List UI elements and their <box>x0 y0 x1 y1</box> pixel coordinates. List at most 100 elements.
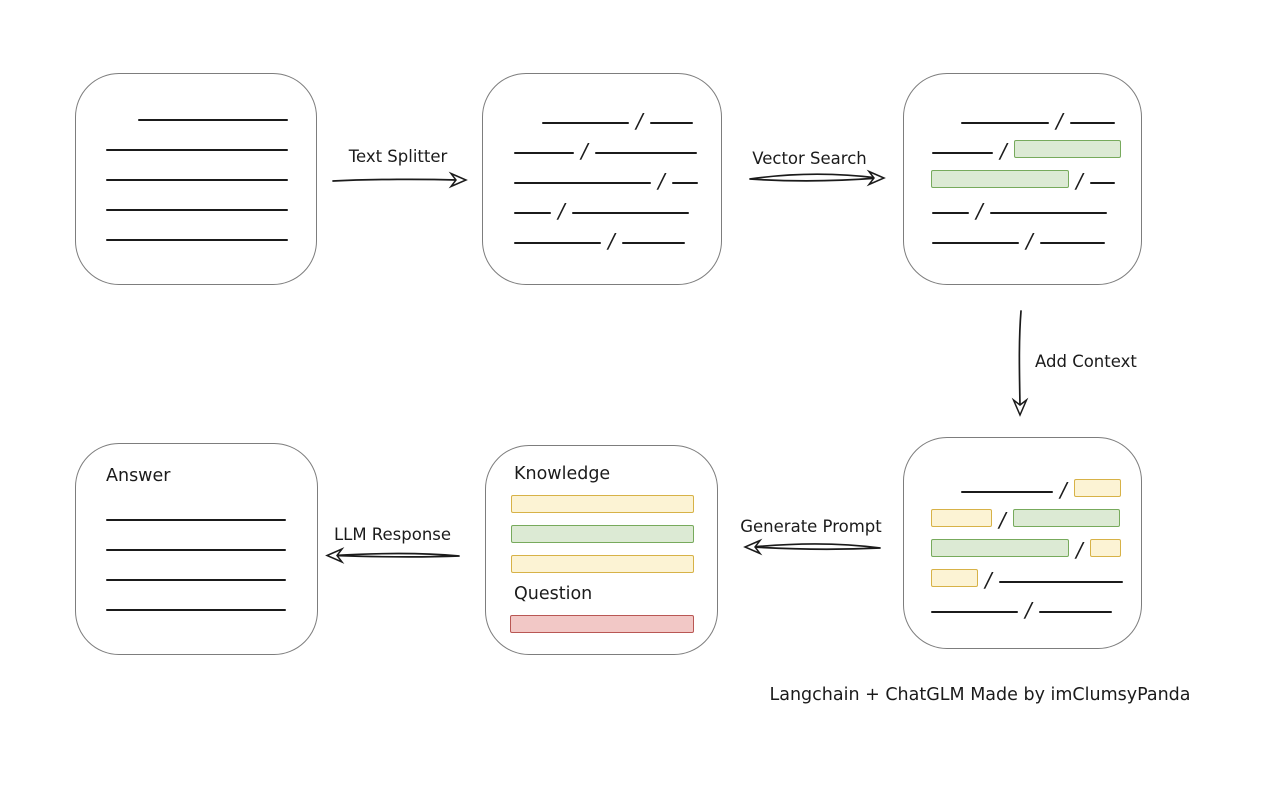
text-line-segment <box>621 242 685 244</box>
generate-prompt-arrow <box>752 543 881 551</box>
text-line-segment <box>106 549 286 551</box>
chunk-row: / <box>904 219 1141 253</box>
llm-response-arrowhead <box>325 547 345 564</box>
slash-separator: / <box>1026 229 1033 253</box>
matched-chunks-lines: / / / / / <box>904 99 1141 253</box>
answer-label: Answer <box>106 466 171 486</box>
chunk-row: / <box>483 99 721 131</box>
llm-response-label: LLM Response <box>333 525 452 544</box>
chunk-row: / <box>483 129 721 163</box>
text-line-segment <box>932 152 993 154</box>
generate-prompt-arrowhead <box>743 538 763 556</box>
text-splitter-arrow <box>332 178 458 182</box>
slash-separator: / <box>658 169 665 193</box>
text-line-segment <box>514 212 551 214</box>
question-label: Question <box>514 584 593 604</box>
chunk-row: / <box>904 498 1141 532</box>
text-line-segment <box>571 212 689 214</box>
chunk-row <box>76 96 316 126</box>
yellow-chunk-highlight <box>931 509 992 527</box>
chunk-row <box>486 604 717 634</box>
text-line-segment <box>961 491 1053 493</box>
green-chunk-highlight <box>931 539 1069 557</box>
chunk-row <box>76 586 317 616</box>
text-line-segment <box>594 152 697 154</box>
text-line-segment <box>1038 611 1112 613</box>
text-line-segment <box>989 212 1107 214</box>
chunk-row: / <box>904 189 1141 223</box>
slash-separator: / <box>558 199 565 223</box>
knowledge-label: Knowledge <box>514 464 611 484</box>
split-chunks-lines: / / / / / <box>483 99 721 253</box>
slash-separator: / <box>1060 478 1067 502</box>
add-context-arrowhead <box>1011 397 1029 417</box>
slash-separator: / <box>581 139 588 163</box>
text-line-segment <box>106 609 286 611</box>
text-line-segment <box>932 242 1019 244</box>
slash-separator: / <box>1076 538 1083 562</box>
chunk-row: / <box>904 558 1141 590</box>
context-chunks-box: ///// <box>903 437 1142 649</box>
green-chunk-highlight <box>511 525 694 543</box>
text-line-segment <box>1089 182 1115 184</box>
slash-separator: / <box>608 229 615 253</box>
slash-separator: / <box>1076 169 1083 193</box>
knowledge-bars <box>486 484 717 574</box>
text-line-segment <box>649 122 693 124</box>
matched-chunks-box: / / / / / <box>903 73 1142 285</box>
yellow-chunk-highlight <box>1089 539 1121 557</box>
chunk-row: / <box>483 219 721 253</box>
green-chunk-highlight <box>1012 509 1120 527</box>
vector-search-label: Vector Search <box>752 149 867 168</box>
chunk-row: / <box>904 588 1141 622</box>
text-line-segment <box>514 152 574 154</box>
text-splitter-arrowhead <box>448 171 468 189</box>
slash-separator: / <box>1025 598 1032 622</box>
add-context-arrow <box>1018 310 1022 407</box>
text-line-segment <box>671 182 698 184</box>
text-line-segment <box>514 242 601 244</box>
text-line-segment <box>138 119 288 121</box>
chunk-row: / <box>904 159 1141 193</box>
slash-separator: / <box>976 199 983 223</box>
chunk-row <box>76 156 316 186</box>
chunk-row <box>76 126 316 156</box>
text-line-segment <box>106 179 288 181</box>
yellow-chunk-highlight <box>511 555 694 573</box>
yellow-chunk-highlight <box>511 495 694 513</box>
slash-separator: / <box>999 508 1006 532</box>
chunk-row: / <box>483 189 721 223</box>
text-line-segment <box>1039 242 1105 244</box>
document-box <box>75 73 317 285</box>
chunk-row: / <box>483 159 721 193</box>
text-line-segment <box>932 212 969 214</box>
green-chunk-highlight <box>931 170 1069 188</box>
chunk-row <box>76 526 317 556</box>
chunk-row: / <box>904 129 1141 163</box>
chunk-row: / <box>904 99 1141 131</box>
chunk-row <box>486 544 717 574</box>
llm-response-arrow <box>334 552 460 558</box>
text-line-segment <box>106 209 288 211</box>
vector-search-arrowhead <box>866 169 886 187</box>
caption-credit: Langchain + ChatGLM Made by imClumsyPand… <box>769 685 1191 705</box>
text-line-segment <box>931 611 1018 613</box>
text-line-segment <box>106 519 286 521</box>
text-line-segment <box>998 581 1123 583</box>
text-line-segment <box>1069 122 1115 124</box>
yellow-chunk-highlight <box>1073 479 1121 497</box>
text-line-segment <box>106 239 288 241</box>
add-context-label: Add Context <box>1035 352 1137 371</box>
chunk-row <box>76 216 316 246</box>
text-splitter-label: Text Splitter <box>348 147 448 166</box>
text-line-segment <box>514 182 651 184</box>
yellow-chunk-highlight <box>931 569 978 587</box>
question-bar <box>486 604 717 634</box>
context-chunks-lines: ///// <box>904 468 1141 622</box>
green-chunk-highlight <box>1013 140 1121 158</box>
chunk-row <box>76 186 316 216</box>
chunk-row: / <box>904 468 1141 502</box>
slash-separator: / <box>1000 139 1007 163</box>
